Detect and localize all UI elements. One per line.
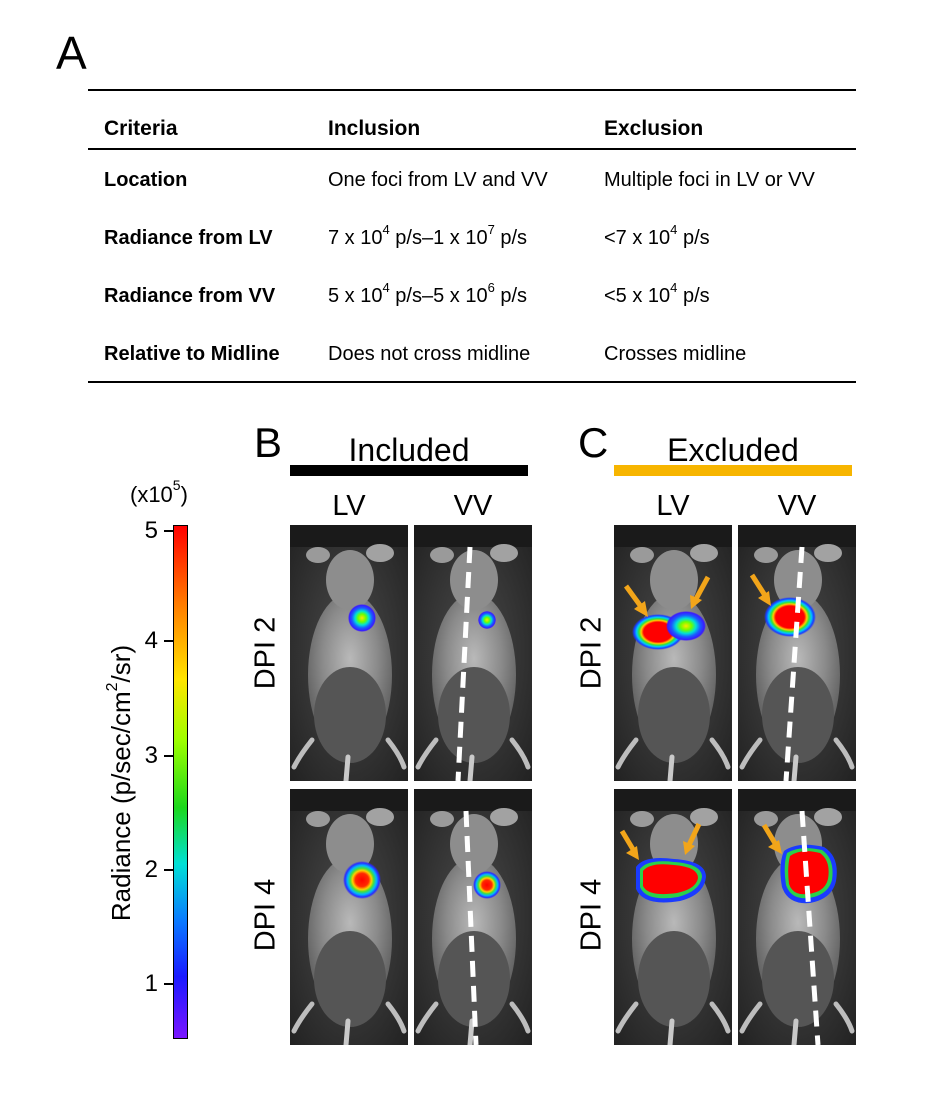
image-included-dpi4-lv bbox=[290, 789, 408, 1045]
scale-tick bbox=[164, 530, 173, 532]
scale-tick-label: 2 bbox=[144, 856, 158, 883]
col-label-vv: VV bbox=[453, 490, 493, 522]
scale-tick bbox=[164, 869, 173, 871]
included-title: Included bbox=[348, 432, 470, 468]
scale-tick-label: 3 bbox=[144, 742, 158, 769]
scale-axis-label: Radiance (p/sec/cm2/sr) bbox=[104, 644, 136, 922]
col-label-vv: VV bbox=[777, 490, 817, 522]
panel-a-label: A bbox=[56, 27, 87, 79]
row-label-dpi4: DPI 4 bbox=[249, 878, 282, 952]
scale-tick-label: 1 bbox=[144, 970, 158, 997]
scale-tick bbox=[164, 755, 173, 757]
header-criteria: Criteria bbox=[104, 117, 178, 140]
row-midline-inclusion: Does not cross midline bbox=[328, 343, 531, 365]
scale-tick bbox=[164, 983, 173, 985]
row-radiance-lv-exclusion: <7 x 104 p/s bbox=[604, 222, 710, 249]
row-midline-exclusion: Crosses midline bbox=[604, 343, 747, 365]
excluded-title: Excluded bbox=[667, 432, 799, 468]
scale-tick bbox=[164, 640, 173, 642]
table-top-rule bbox=[88, 89, 856, 91]
scale-tick-label: 5 bbox=[144, 517, 158, 544]
image-excluded-dpi2-lv bbox=[614, 525, 732, 781]
row-radiance-lv-label: Radiance from LV bbox=[104, 227, 273, 249]
image-excluded-dpi4-lv bbox=[614, 789, 732, 1045]
scale-multiplier: (x105) bbox=[130, 476, 188, 507]
panel-c-label: C bbox=[578, 419, 609, 466]
image-excluded-dpi4-vv bbox=[738, 789, 856, 1045]
image-excluded-dpi2-vv bbox=[738, 525, 856, 781]
row-label-dpi2: DPI 2 bbox=[249, 616, 282, 690]
header-exclusion: Exclusion bbox=[604, 117, 704, 140]
panel-b-label: B bbox=[254, 419, 283, 466]
image-included-dpi2-lv bbox=[290, 525, 408, 781]
image-included-dpi4-vv bbox=[414, 789, 532, 1045]
included-bar bbox=[290, 465, 528, 476]
row-location-label: Location bbox=[104, 169, 188, 191]
arrow-icon bbox=[619, 829, 639, 860]
image-included-dpi2-vv bbox=[414, 525, 532, 781]
row-radiance-lv-inclusion: 7 x 104 p/s–1 x 107 p/s bbox=[328, 222, 528, 249]
row-label-dpi2: DPI 2 bbox=[575, 616, 608, 690]
scale-tick-label: 4 bbox=[144, 627, 158, 654]
table-bottom-rule bbox=[88, 381, 856, 383]
excluded-bar bbox=[614, 465, 852, 476]
col-label-lv: LV bbox=[656, 490, 690, 522]
arrow-icon bbox=[683, 822, 702, 855]
row-label-dpi4: DPI 4 bbox=[575, 878, 608, 952]
table-header-rule bbox=[88, 148, 856, 150]
col-label-lv: LV bbox=[332, 490, 366, 522]
row-location-exclusion: Multiple foci in LV or VV bbox=[604, 169, 815, 191]
row-radiance-vv-exclusion: <5 x 104 p/s bbox=[604, 280, 710, 307]
arrow-icon bbox=[623, 584, 648, 617]
radiance-color-bar bbox=[173, 525, 188, 1039]
arrow-icon bbox=[761, 823, 782, 854]
arrow-icon bbox=[749, 573, 771, 606]
row-location-inclusion: One foci from LV and VV bbox=[328, 169, 548, 191]
row-radiance-vv-inclusion: 5 x 104 p/s–5 x 106 p/s bbox=[328, 280, 528, 307]
header-inclusion: Inclusion bbox=[328, 117, 421, 140]
row-midline-label: Relative to Midline bbox=[104, 343, 280, 365]
arrow-icon bbox=[690, 575, 711, 609]
row-radiance-vv-label: Radiance from VV bbox=[104, 285, 276, 307]
